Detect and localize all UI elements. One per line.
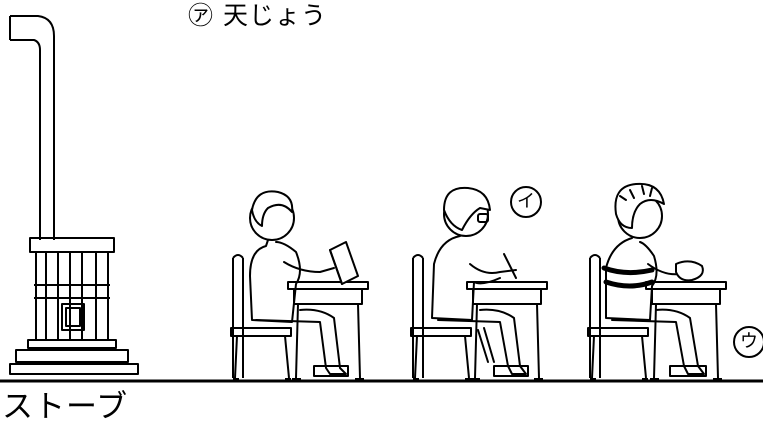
- student-writing: [410, 186, 548, 380]
- ceiling-label: ㋐ 天じょう: [188, 1, 327, 30]
- stove-label: ストーブ: [2, 389, 129, 425]
- point-i-label: イ: [510, 186, 542, 218]
- point-u-label: ウ: [733, 326, 763, 358]
- student-reading: [230, 190, 369, 380]
- student-resting: [587, 182, 727, 380]
- stove-drawing: [9, 15, 139, 375]
